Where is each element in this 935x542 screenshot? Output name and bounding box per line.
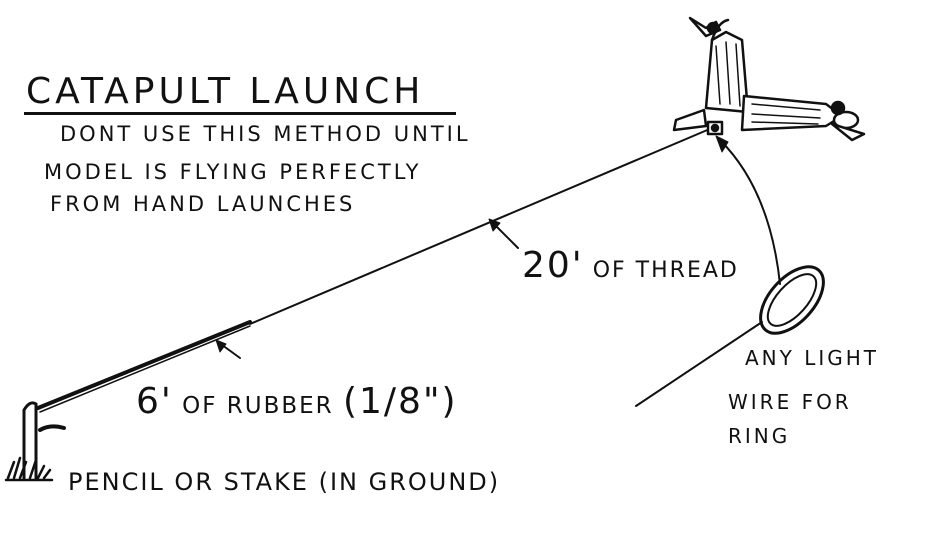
rubber-size: (1/8") [342,381,458,422]
diagram-title: CATAPULT LAUNCH [26,71,425,112]
stake-label: PENCIL OR STAKE (IN GROUND) [68,468,501,496]
tow-line [719,139,781,285]
warning-line-3: FROM HAND LAUNCHES [50,192,356,216]
ring-label-line-2: WIRE FOR [728,390,852,414]
ring-label-line-3: RING [728,424,791,448]
rubber-text: OF RUBBER [182,393,334,419]
grass-tuft [4,456,54,482]
thread-length: 20' [522,245,584,286]
ring-label-line-1: ANY LIGHT [745,346,880,370]
title-underline [24,112,456,115]
wire-ring [759,265,825,335]
rubber-length: 6' [136,381,173,422]
warning-line-1: DONT USE THIS METHOD UNTIL [60,122,471,146]
rubber-strand [36,320,252,410]
thread-text: OF THREAD [592,258,739,283]
thread-label: 20' OF THREAD [522,248,739,284]
warning-line-2: MODEL IS FLYING PERFECTLY [44,160,422,184]
rubber-label: 6' OF RUBBER (1/8") [136,384,458,420]
model-aircraft [672,16,866,142]
stake-pointer [38,424,66,432]
ring-pointer [635,321,763,407]
thread-line [249,127,713,325]
